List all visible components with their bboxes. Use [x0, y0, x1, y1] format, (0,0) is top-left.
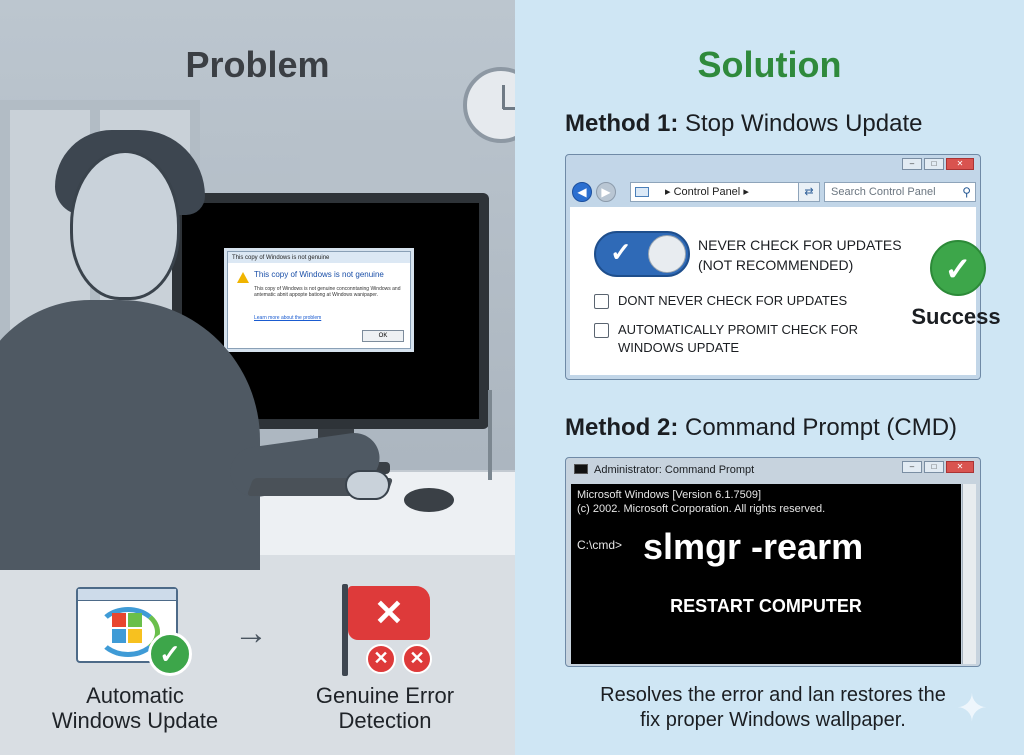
- dont-never-check-checkbox[interactable]: [594, 294, 609, 309]
- check-icon: ✓: [610, 237, 632, 267]
- control-panel-icon: [635, 187, 649, 197]
- never-check-toggle[interactable]: ✓: [594, 231, 690, 277]
- caption-line: Detection: [338, 708, 432, 733]
- person-hand: [345, 470, 390, 500]
- problem-heading: Problem: [185, 44, 330, 85]
- resolve-line: Resolves the error and lan restores the: [600, 684, 946, 706]
- sparkle-icon: ✦: [956, 688, 988, 730]
- update-settings: ✓ NEVER CHECK FOR UPDATES (NOT RECOMMEND…: [570, 207, 976, 375]
- search-input[interactable]: Search Control Panel ⚲: [824, 182, 976, 202]
- minimize-button[interactable]: –: [902, 461, 922, 473]
- cmd-icon: [574, 464, 588, 474]
- window-controls: – □ ✕: [902, 461, 974, 473]
- never-check-label: NEVER CHECK FOR UPDATES (NOT RECOMMENDED…: [698, 235, 928, 275]
- auto-check-checkbox[interactable]: [594, 323, 609, 338]
- mouse: [404, 488, 454, 512]
- auto-check-label: AUTOMATICALLY PROMIT CHECK FOR WINDOWS U…: [618, 321, 878, 357]
- caption-line: Automatic: [86, 683, 184, 708]
- success-check-icon: ✓: [930, 240, 986, 296]
- address-separator: ▸: [665, 186, 671, 198]
- search-placeholder: Search Control Panel: [831, 186, 936, 198]
- person-head: [70, 150, 180, 300]
- method1-prefix: Method 1:: [565, 110, 679, 137]
- dialog-body: This copy of Windows is not genuine conc…: [254, 286, 401, 298]
- address-separator: ▸: [743, 186, 749, 198]
- dont-never-check-label: DONT NEVER CHECK FOR UPDATES: [618, 293, 848, 308]
- minimize-button[interactable]: –: [902, 158, 922, 170]
- back-icon[interactable]: ◀: [572, 182, 592, 202]
- warning-icon: [237, 272, 249, 283]
- control-panel-window: – □ ✕ ◀ ▶ ▸ Control Panel ▸ ▼ ⇄ Search C…: [565, 154, 981, 380]
- error-x-icon: ✕: [402, 644, 432, 674]
- person-body: [0, 300, 260, 570]
- dialog-title: This copy of Windows is not genuine: [228, 252, 410, 263]
- refresh-arrows-icon: [96, 607, 160, 657]
- error-x-icon: ✕: [366, 644, 396, 674]
- window-controls: – □ ✕: [902, 158, 974, 170]
- method1-title: Stop Windows Update: [685, 110, 923, 137]
- window-titlebar: [78, 589, 176, 601]
- method1-heading: Method 1: Stop Windows Update: [565, 110, 922, 138]
- cmd-version-line: Microsoft Windows [Version 6.1.7509]: [577, 489, 762, 501]
- check-icon: ✓: [148, 632, 192, 676]
- flag-pole: [342, 584, 348, 676]
- restart-computer-label: RESTART COMPUTER: [670, 596, 862, 616]
- navigation-bar: ◀ ▶ ▸ Control Panel ▸ ▼ ⇄ Search Control…: [572, 181, 976, 203]
- method2-heading: Method 2: Command Prompt (CMD): [565, 414, 957, 442]
- address-bar[interactable]: ▸ Control Panel ▸ ▼: [630, 182, 816, 202]
- method2-prefix: Method 2:: [565, 414, 679, 441]
- solution-heading: Solution: [697, 44, 842, 85]
- flag-x-icon: ✕: [348, 586, 430, 640]
- caption-automatic-update: Automatic Windows Update: [30, 683, 240, 733]
- resolve-text: Resolves the error and lan restores the …: [565, 683, 981, 733]
- method2-title: Command Prompt (CMD): [685, 414, 958, 441]
- dialog-heading: This copy of Windows is not genuine: [254, 270, 384, 279]
- cmd-titlebar: Administrator: Command Prompt: [574, 463, 754, 477]
- success-label: Success: [911, 304, 1001, 329]
- caption-line: Genuine Error: [315, 683, 455, 708]
- cmd-scrollbar[interactable]: [962, 484, 976, 664]
- ok-button[interactable]: OK: [362, 330, 404, 342]
- cmd-command: slmgr -rearm: [643, 526, 864, 567]
- option-line: (NOT RECOMMENDED): [698, 257, 854, 273]
- option-line: WINDOWS UPDATE: [618, 340, 740, 355]
- maximize-button[interactable]: □: [924, 461, 944, 473]
- option-line: AUTOMATICALLY PROMIT CHECK FOR: [618, 322, 859, 337]
- option-line: NEVER CHECK FOR UPDATES: [698, 237, 902, 253]
- caption-genuine-error: Genuine Error Detection: [290, 683, 480, 733]
- learn-more-link[interactable]: Learn more about the problem: [254, 315, 322, 321]
- windows-logo-icon: [112, 613, 144, 645]
- close-button[interactable]: ✕: [946, 461, 974, 473]
- not-genuine-dialog: This copy of Windows is not genuine This…: [227, 251, 411, 349]
- cmd-copyright-line: (c) 2002. Microsoft Corporation. All rig…: [577, 503, 826, 515]
- error-flag-icon: ✕ ✕ ✕: [342, 582, 442, 677]
- cmd-prompt: C:\cmd>: [577, 538, 623, 552]
- plant: [488, 390, 508, 480]
- resolve-line: fix proper Windows wallpaper.: [640, 709, 906, 731]
- search-icon[interactable]: ⚲: [962, 185, 971, 199]
- close-button[interactable]: ✕: [946, 158, 974, 170]
- maximize-button[interactable]: □: [924, 158, 944, 170]
- address-text: Control Panel: [673, 186, 741, 198]
- command-prompt-window: Administrator: Command Prompt – □ ✕ Micr…: [565, 457, 981, 667]
- caption-line: Windows Update: [51, 708, 219, 733]
- refresh-icon[interactable]: ⇄: [798, 182, 820, 202]
- toggle-knob: [648, 235, 686, 273]
- cmd-window-title: Administrator: Command Prompt: [594, 464, 755, 476]
- forward-icon[interactable]: ▶: [596, 182, 616, 202]
- cmd-console[interactable]: Microsoft Windows [Version 6.1.7509] (c)…: [571, 484, 961, 664]
- arrow-right-icon: →: [234, 614, 268, 652]
